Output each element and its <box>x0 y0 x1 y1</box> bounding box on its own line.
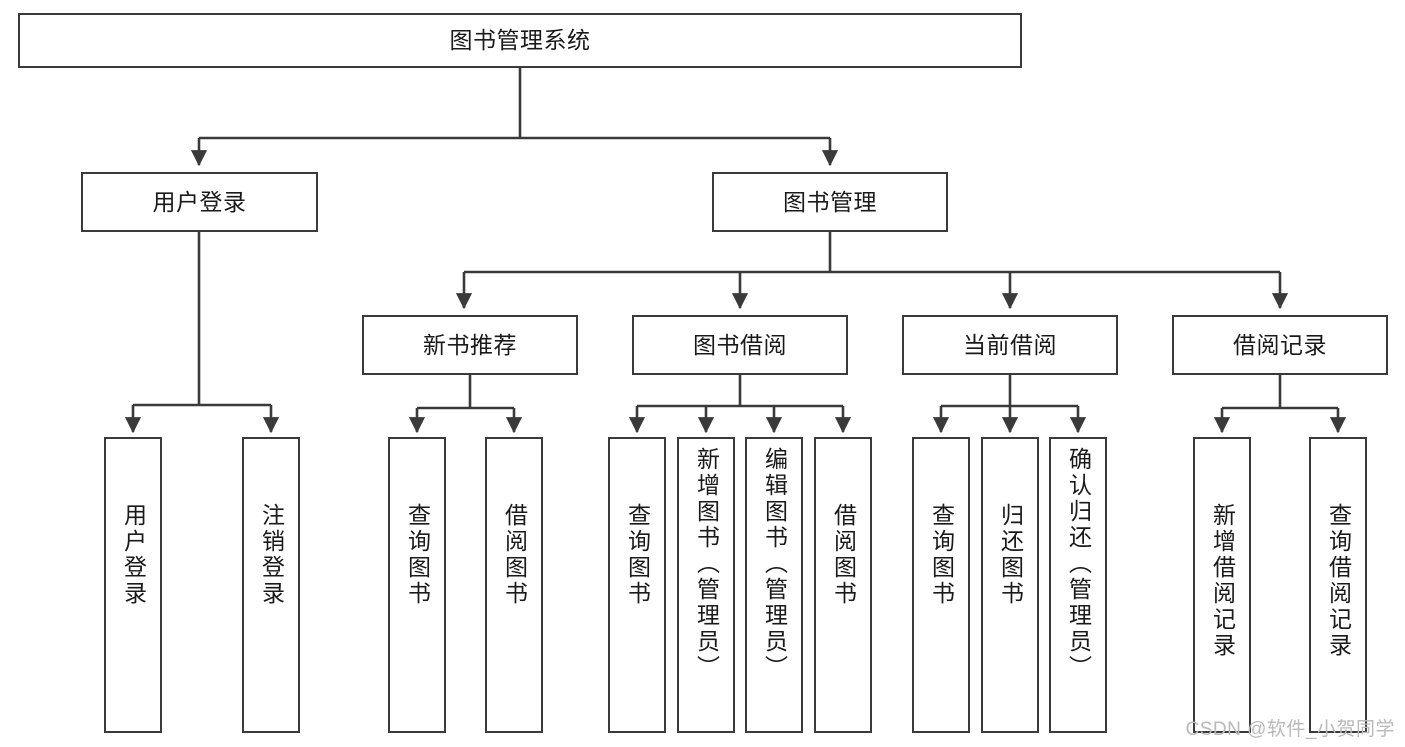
node-book-management[interactable]: 图书管理 <box>712 172 948 232</box>
node-borrow-records[interactable]: 借阅记录 <box>1172 315 1388 375</box>
node-label: 新增借阅记录 <box>1209 503 1236 659</box>
csdn-watermark: CSDN @软件_小贺同学 <box>1185 719 1395 740</box>
leaf-borrow-books-recommend[interactable]: 借阅图书 <box>485 437 543 733</box>
node-label: 图书管理系统 <box>449 27 591 54</box>
leaf-borrow-books-borrow[interactable]: 借阅图书 <box>814 437 872 733</box>
node-new-book-recommend[interactable]: 新书推荐 <box>362 315 578 375</box>
leaf-return-books[interactable]: 归还图书 <box>981 437 1039 733</box>
leaf-edit-book-admin[interactable]: 编辑图书（管理员） <box>745 437 803 733</box>
node-label: 编辑图书（管理员） <box>761 447 788 681</box>
node-current-borrow[interactable]: 当前借阅 <box>902 315 1118 375</box>
node-label: 图书借阅 <box>693 331 787 358</box>
node-label: 借阅图书 <box>501 503 528 607</box>
leaf-logout[interactable]: 注销登录 <box>242 437 300 733</box>
leaf-user-login[interactable]: 用户登录 <box>104 437 162 733</box>
node-book-borrow[interactable]: 图书借阅 <box>632 315 848 375</box>
leaf-query-borrow-record[interactable]: 查询借阅记录 <box>1309 437 1367 733</box>
leaf-add-borrow-record[interactable]: 新增借阅记录 <box>1193 437 1251 733</box>
node-label: 当前借阅 <box>963 331 1057 358</box>
node-label: 查询图书 <box>624 503 651 607</box>
node-label: 归还图书 <box>997 503 1024 607</box>
leaf-confirm-return-admin[interactable]: 确认归还（管理员） <box>1049 437 1107 733</box>
leaf-query-books-borrow[interactable]: 查询图书 <box>608 437 666 733</box>
node-label: 图书管理 <box>783 188 877 215</box>
node-label: 查询图书 <box>928 503 955 607</box>
node-label: 新增图书（管理员） <box>693 447 720 681</box>
leaf-query-books-recommend[interactable]: 查询图书 <box>388 437 446 733</box>
leaf-query-books-current[interactable]: 查询图书 <box>912 437 970 733</box>
node-label: 确认归还（管理员） <box>1065 447 1092 681</box>
node-label: 注销登录 <box>258 503 285 607</box>
node-label: 用户登录 <box>152 188 247 215</box>
node-label: 查询借阅记录 <box>1325 503 1352 659</box>
node-label: 借阅记录 <box>1233 331 1327 358</box>
node-label: 新书推荐 <box>423 331 517 358</box>
leaf-add-book-admin[interactable]: 新增图书（管理员） <box>677 437 735 733</box>
node-label: 借阅图书 <box>830 503 857 607</box>
node-label: 查询图书 <box>404 503 431 607</box>
node-label: 用户登录 <box>120 503 147 607</box>
node-root-system[interactable]: 图书管理系统 <box>18 13 1022 68</box>
node-user-login[interactable]: 用户登录 <box>81 172 318 232</box>
